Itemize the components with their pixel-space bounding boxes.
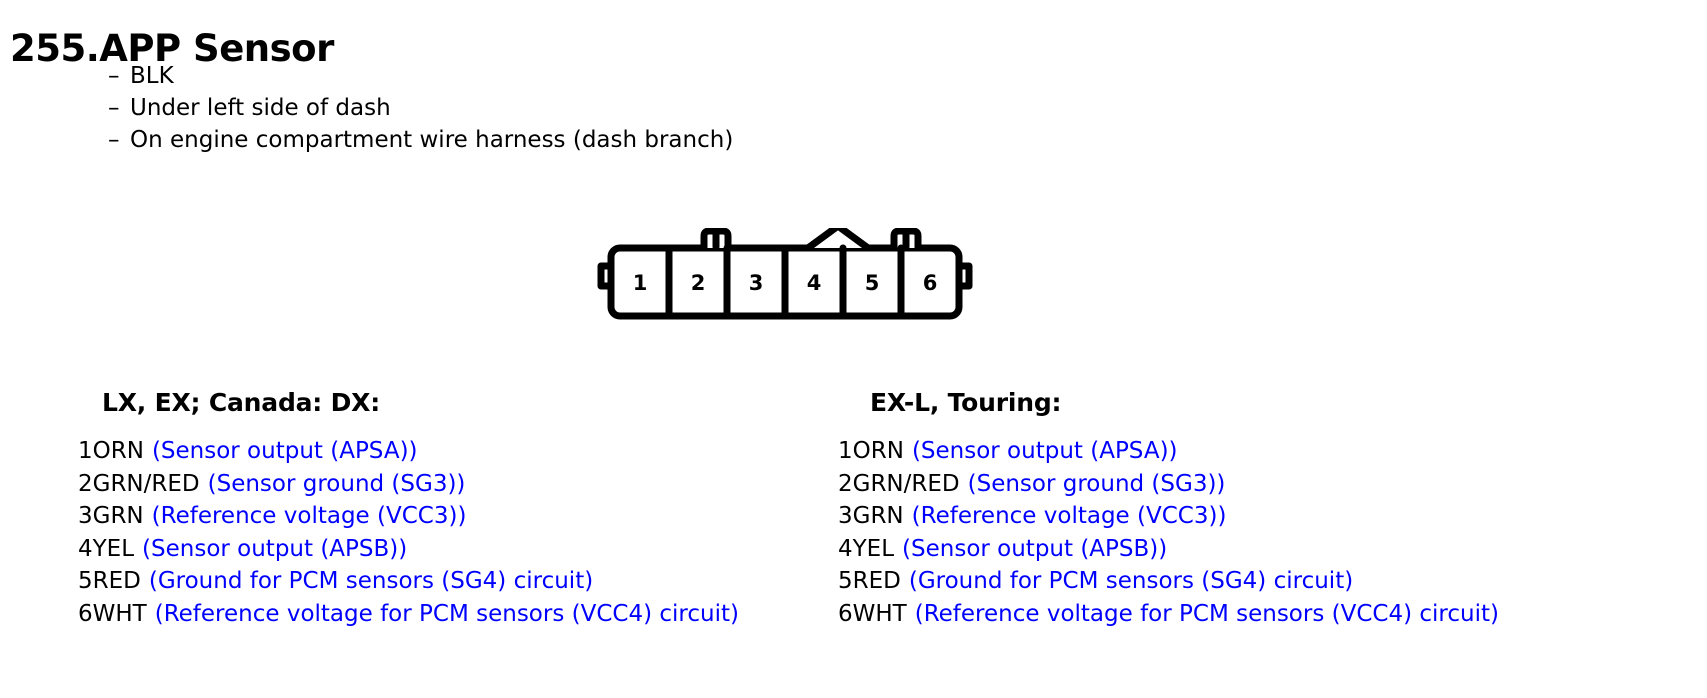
- pin-description: (Sensor output (APSB)): [902, 535, 1168, 562]
- list-item-label: On engine compartment wire harness (dash…: [130, 127, 734, 153]
- pin-row: 3GRN (Reference voltage (VCC3)): [838, 500, 1499, 533]
- pin-description: (Reference voltage for PCM sensors (VCC4…: [914, 600, 1499, 627]
- pin-label: 4YEL: [78, 535, 135, 562]
- pin-label: 5RED: [78, 568, 141, 594]
- pin-row: 5RED (Ground for PCM sensors (SG4) circui…: [838, 565, 1499, 598]
- pin-row: 5RED (Ground for PCM sensors (SG4) circui…: [78, 565, 739, 598]
- list-item-label: Under left side of dash: [130, 95, 391, 121]
- connector-diagram: 1 2 3 4 5 6: [595, 228, 975, 320]
- pin-assignment-column-lx-ex-dx: LX, EX; Canada: DX: 1ORN (Sensor output (…: [78, 388, 739, 630]
- cavity-number-group: 1 2 3 4 5 6: [633, 271, 938, 295]
- list-item: – On engine compartment wire harness (da…: [108, 124, 733, 156]
- pin-row: 4YEL (Sensor output (APSB)): [838, 533, 1499, 566]
- column-heading: EX-L, Touring:: [870, 388, 1062, 417]
- pin-list: 1ORN (Sensor output (APSA)) 2GRN/RED (Sens…: [838, 435, 1499, 630]
- pin-label: 1ORN: [838, 438, 904, 464]
- pin-label: 1ORN: [78, 438, 144, 464]
- pin-row: 6WHT (Reference voltage for PCM sensors (…: [78, 598, 739, 631]
- connector-svg: 1 2 3 4 5 6: [597, 228, 973, 320]
- pin-list: 1ORN (Sensor output (APSA)) 2GRN/RED (Sens…: [78, 435, 739, 630]
- list-item: – Under left side of dash: [108, 92, 733, 124]
- pin-description: (Ground for PCM sensors (SG4) circuit): [908, 568, 1354, 594]
- pin-label: 5RED: [838, 568, 901, 594]
- pin-description: (Sensor output (APSB)): [142, 535, 408, 562]
- cavity-number: 4: [807, 271, 822, 295]
- pin-row: 3GRN (Reference voltage (VCC3)): [78, 500, 739, 533]
- cavity-number: 5: [865, 271, 880, 295]
- pin-row: 1ORN (Sensor output (APSA)): [78, 435, 739, 468]
- pin-label: 2GRN/RED: [78, 470, 200, 497]
- pin-description: (Reference voltage for PCM sensors (VCC4…: [154, 600, 739, 627]
- pin-description: (Ground for PCM sensors (SG4) circuit): [148, 568, 594, 594]
- right-latch-nub-icon: [955, 262, 973, 290]
- page-title: 255.APP Sensor: [10, 26, 334, 70]
- list-item: – BLK: [108, 60, 733, 92]
- pin-description: (Reference voltage (VCC3)): [151, 503, 467, 529]
- cavity-number: 2: [691, 271, 706, 295]
- pin-description: (Reference voltage (VCC3)): [911, 503, 1227, 529]
- pin-label: 4YEL: [838, 535, 895, 562]
- column-heading: LX, EX; Canada: DX:: [102, 388, 381, 417]
- list-item-label: BLK: [130, 63, 174, 89]
- pin-description: (Sensor ground (SG3)): [967, 470, 1226, 497]
- pin-description: (Sensor output (APSA)): [151, 438, 418, 464]
- pin-row: 4YEL (Sensor output (APSB)): [78, 533, 739, 566]
- pin-row: 1ORN (Sensor output (APSA)): [838, 435, 1499, 468]
- pin-label: 2GRN/RED: [838, 470, 960, 497]
- dash-icon: –: [108, 95, 120, 121]
- pin-label: 6WHT: [838, 600, 907, 627]
- description-list: – BLK – Under left side of dash – On eng…: [108, 60, 733, 156]
- dash-icon: –: [108, 63, 120, 89]
- cavity-number: 3: [749, 271, 764, 295]
- dash-icon: –: [108, 127, 120, 153]
- pin-label: 3GRN: [838, 503, 904, 529]
- pin-row: 2GRN/RED (Sensor ground (SG3)): [838, 468, 1499, 501]
- center-lock-triangle-icon: [804, 228, 872, 252]
- cavity-number: 1: [633, 271, 648, 295]
- pin-row: 6WHT (Reference voltage for PCM sensors (…: [838, 598, 1499, 631]
- pin-description: (Sensor output (APSA)): [911, 438, 1178, 464]
- cavity-number: 6: [923, 271, 938, 295]
- left-latch-nub-icon: [597, 262, 615, 290]
- connector-body: [597, 228, 973, 320]
- pin-row: 2GRN/RED (Sensor ground (SG3)): [78, 468, 739, 501]
- pin-label: 3GRN: [78, 503, 144, 529]
- pin-assignment-column-exl-touring: EX-L, Touring: 1ORN (Sensor output (APSA)…: [838, 388, 1499, 630]
- pin-label: 6WHT: [78, 600, 147, 627]
- pin-description: (Sensor ground (SG3)): [207, 470, 466, 497]
